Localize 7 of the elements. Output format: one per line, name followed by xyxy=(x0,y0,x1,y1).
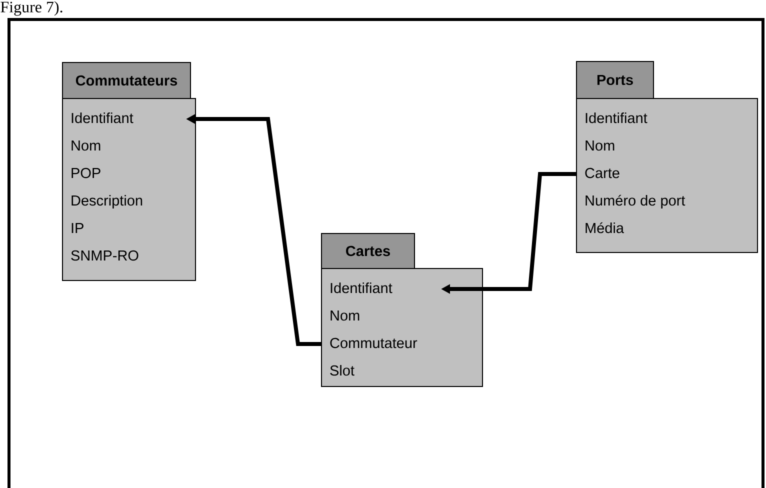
caption-text: Figure 7). xyxy=(0,1,62,16)
attribute-list: Identifiant Nom Commutateur Slot xyxy=(321,268,483,387)
table-header: Cartes xyxy=(321,233,415,269)
table-header: Commutateurs xyxy=(62,62,191,99)
attribute-list: Identifiant Nom Carte Numéro de port Média xyxy=(576,98,758,253)
attribute-list: Identifiant Nom POP Description IP SNMP-RO xyxy=(62,98,196,281)
table-header: Ports xyxy=(576,61,654,99)
